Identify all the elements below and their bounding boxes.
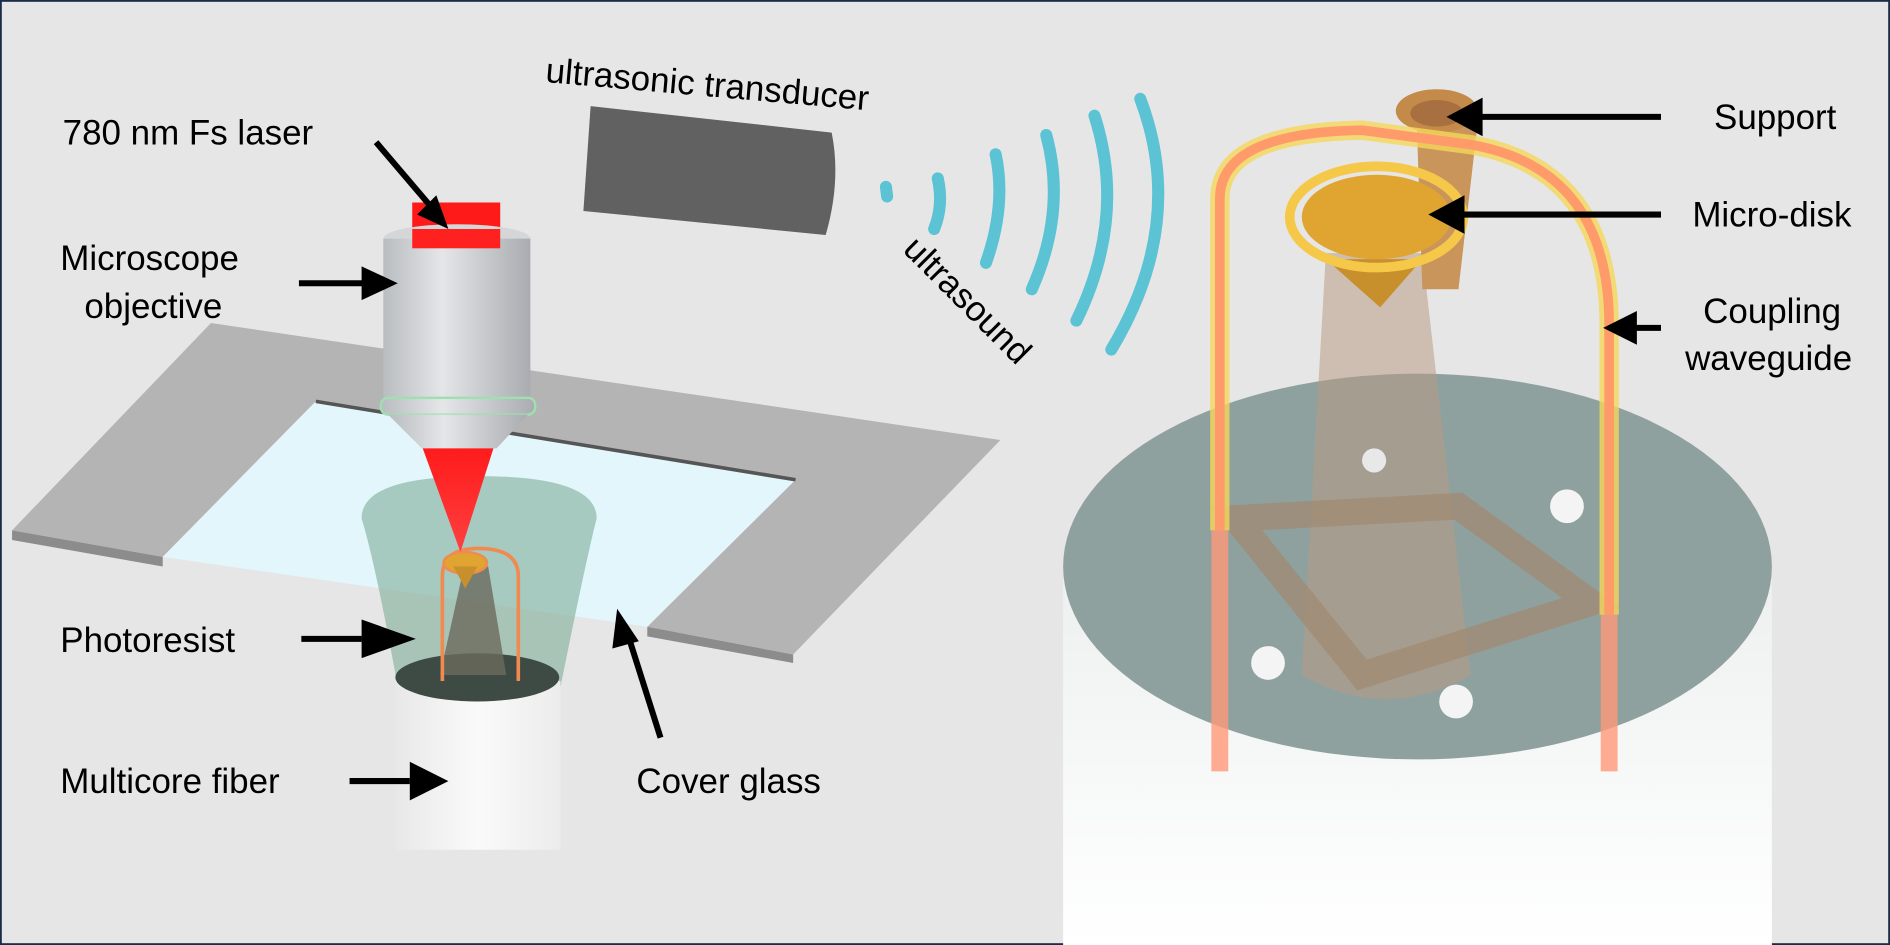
arrow-microdisk [1428, 195, 1465, 234]
label-photoresist: Photoresist [60, 621, 235, 660]
micro-disk [1301, 174, 1452, 260]
arrow-support [1446, 97, 1483, 137]
arrow-waveguide [1603, 310, 1637, 345]
label-waveguide-line2: waveguide [1684, 339, 1852, 378]
arrow-photoresist [361, 619, 416, 659]
multicore-fiber-small [395, 546, 561, 850]
arrow-cover-glass [612, 608, 639, 649]
label-objective-line1: Microscope [60, 239, 239, 278]
annotation-arrows [298, 97, 1661, 801]
label-microdisk: Micro-disk [1692, 196, 1852, 235]
support-pillar [1301, 253, 1471, 700]
microstructure-closeup [1063, 89, 1772, 945]
arrow-laser [417, 195, 449, 230]
label-laser: 780 nm Fs laser [63, 114, 314, 153]
label-support: Support [1714, 98, 1837, 137]
laser-focus-beam [421, 445, 495, 553]
ultrasound-waves [879, 92, 1165, 356]
ultrasonic-transducer [583, 106, 836, 236]
label-fiber: Multicore fiber [60, 762, 280, 801]
label-cover-glass: Cover glass [636, 762, 820, 801]
arrow-objective [361, 266, 398, 301]
label-waveguide-line1: Coupling [1703, 292, 1841, 331]
arrow-fiber [409, 761, 449, 801]
label-objective-line2: objective [84, 287, 222, 326]
microscope-objective [379, 202, 537, 449]
